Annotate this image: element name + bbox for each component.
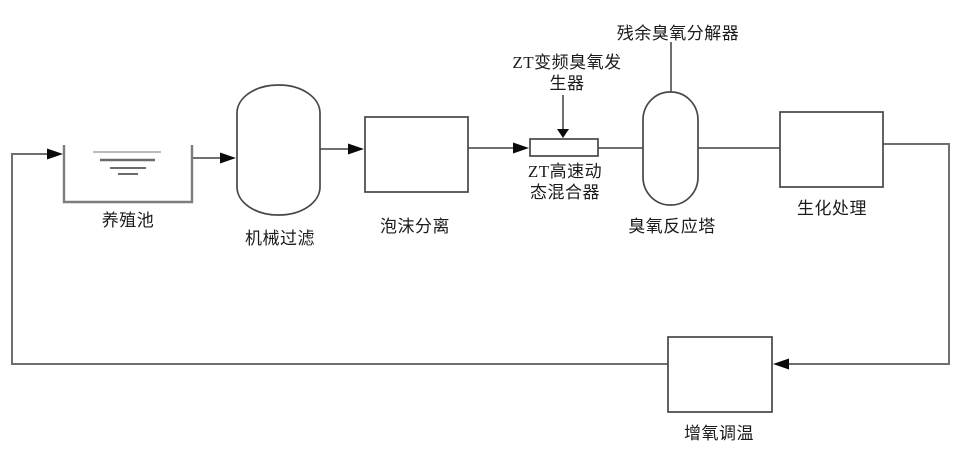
ozone-tower-label-text: 臭氧反应塔 <box>628 217 716 236</box>
ozone-tower-label: 臭氧反应塔 <box>628 216 716 237</box>
mech-filter-cylinder-shape <box>236 84 321 216</box>
pond-tank-shape <box>62 145 194 204</box>
feedback-return-pipe <box>11 153 668 365</box>
mixer-label: ZT高速动 态混合器 <box>528 161 602 203</box>
residual-decomposer-label-text: 残余臭氧分解器 <box>616 24 740 43</box>
ozone-tower-capsule-shape <box>642 91 699 206</box>
ozone-generator-label: ZT变频臭氧发 生器 <box>512 52 621 94</box>
mixer-box-shape <box>529 138 599 157</box>
biochem-label-text: 生化处理 <box>797 199 867 218</box>
oxygen-temp-label-text: 增氧调温 <box>684 424 754 443</box>
biochem-box-shape <box>779 111 884 188</box>
ozone-generator-label-line2: 生器 <box>549 74 585 93</box>
arrowhead-into-mixer-icon <box>513 142 529 154</box>
ozone-generator-label-line1: ZT变频臭氧发 <box>512 53 622 72</box>
arrowhead-into-oxygen-icon <box>773 358 789 370</box>
foam-separation-box-shape <box>364 116 469 193</box>
mixer-label-line1: ZT高速动 <box>527 162 603 181</box>
pond-label-text: 养殖池 <box>101 211 155 230</box>
biochem-to-oxygen-pipe <box>789 143 950 365</box>
pond-label: 养殖池 <box>102 210 155 231</box>
arrowhead-into-pond-icon <box>47 148 63 160</box>
oxygen-temp-box-shape <box>667 336 773 413</box>
mixer-label-line2: 态混合器 <box>530 183 600 202</box>
oxygen-temp-label: 增氧调温 <box>684 423 754 444</box>
mech-filter-label: 机械过滤 <box>245 228 315 249</box>
biochem-label: 生化处理 <box>797 198 867 219</box>
water-surface-icon <box>93 151 161 175</box>
arrowhead-ozone-down-icon <box>557 129 569 138</box>
foam-separation-label-text: 泡沫分离 <box>380 217 450 236</box>
arrowhead-into-filter-icon <box>220 152 236 164</box>
foam-separation-label: 泡沫分离 <box>380 216 450 237</box>
residual-decomposer-label: 残余臭氧分解器 <box>617 23 740 44</box>
mech-filter-label-text: 机械过滤 <box>245 229 315 248</box>
arrowhead-into-foam-icon <box>348 143 364 155</box>
